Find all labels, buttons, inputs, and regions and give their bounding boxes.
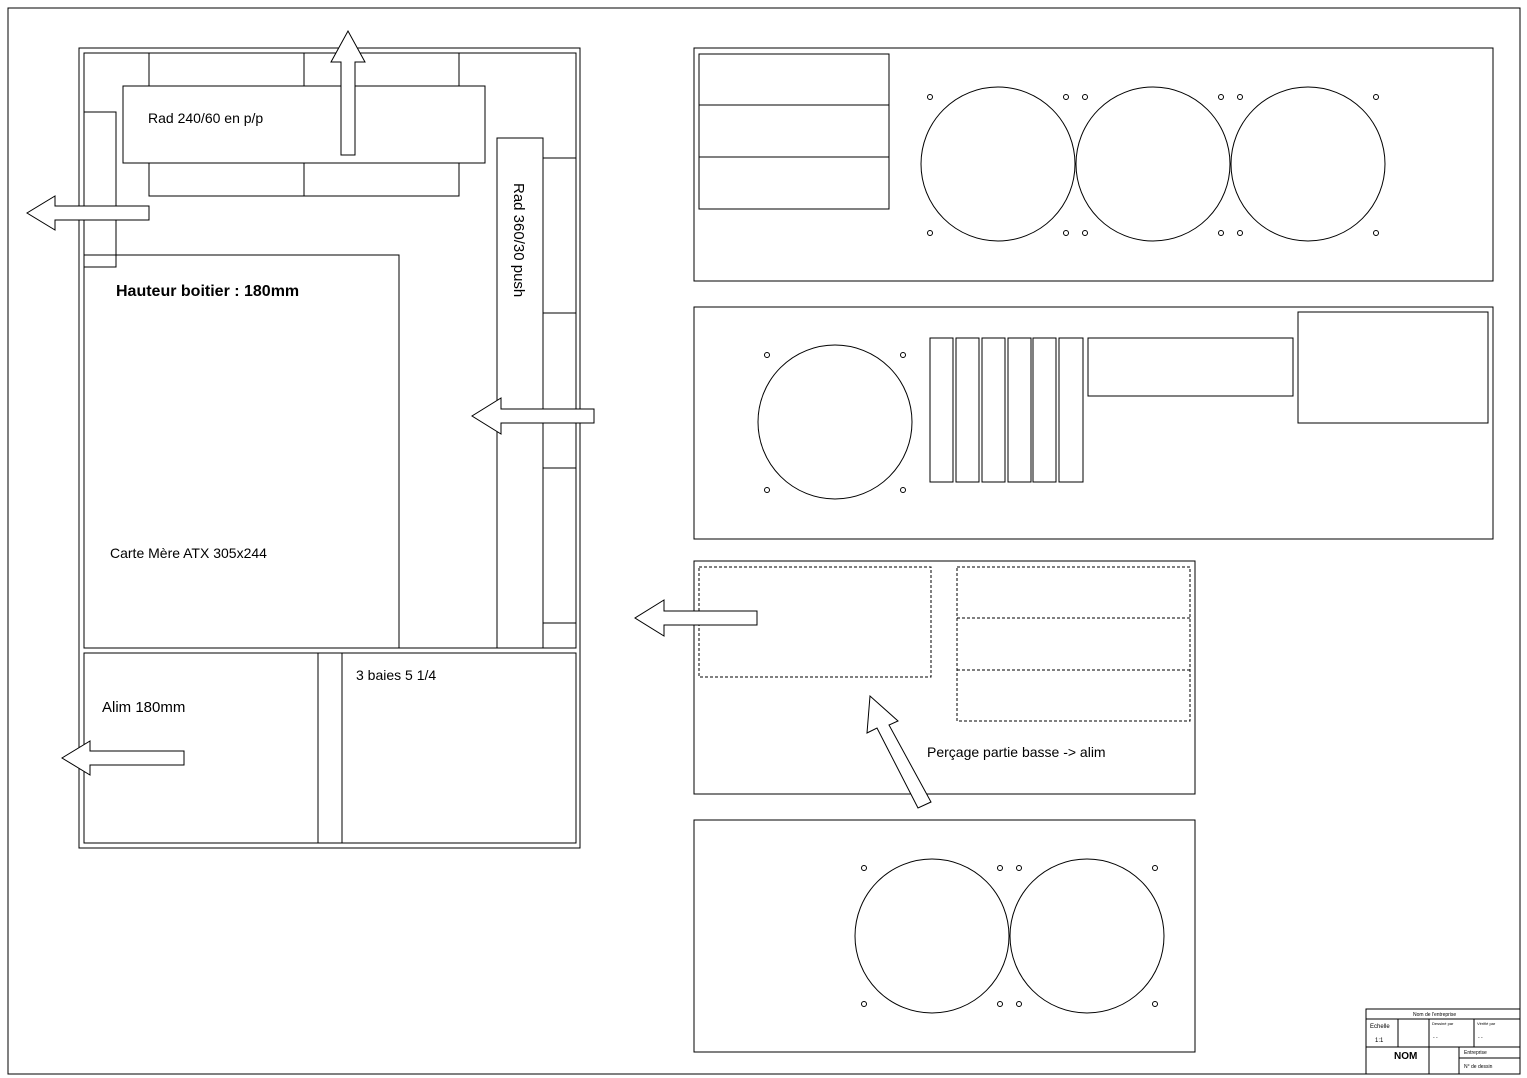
- drilling-pointer-arrow: [866, 694, 932, 809]
- case-inner-lower: [83, 652, 577, 844]
- panel-3-outline: [693, 560, 1196, 795]
- rear-fan: [83, 111, 117, 268]
- exhaust-arrow-rear: [26, 195, 150, 231]
- exhaust-arrow-psu: [61, 740, 185, 776]
- case-outer: [78, 47, 581, 849]
- expansion-slot-4: [1007, 337, 1032, 483]
- psu-exhaust-arrow: [634, 599, 758, 637]
- side-fan-1: [542, 157, 577, 314]
- motherboard: [83, 254, 400, 649]
- tb-dash-1: - -: [1433, 1035, 1438, 1041]
- intake-arrow-side: [471, 397, 595, 435]
- expansion-slot-6: [1058, 337, 1084, 483]
- panel-2-outline: [693, 306, 1494, 540]
- psu-drill-zone: [698, 566, 932, 678]
- tb-dash-2: - -: [1478, 1035, 1483, 1041]
- top-fan-1: [148, 52, 305, 87]
- drilling-label: Perçage partie basse -> alim: [927, 744, 1106, 760]
- fan-hole-3: [1230, 86, 1386, 242]
- panel-top-360: [693, 47, 1494, 282]
- top-radiator: [122, 85, 486, 164]
- motherboard-label: Carte Mère ATX 305x244: [110, 545, 267, 561]
- expansion-slot-3: [981, 337, 1006, 483]
- expansion-slot-5: [1032, 337, 1057, 483]
- tb-company: Nom de l'entreprise: [1413, 1012, 1456, 1018]
- fan-hole-1: [920, 86, 1076, 242]
- case-height-label: Hauteur boitier : 180mm: [116, 283, 299, 300]
- side-radiator-label: Rad 360/30 push: [510, 183, 527, 297]
- fan-hole-2: [1075, 86, 1231, 242]
- case-layout: Rad 240/60 en p/p Rad 360/30 push Hauteu…: [26, 29, 595, 849]
- bottom-fan-hole-2: [1009, 858, 1165, 1014]
- top-fan-2: [303, 52, 460, 87]
- tb-company-short: Entreprise: [1464, 1050, 1487, 1056]
- bottom-fan-hole-1: [854, 858, 1010, 1014]
- panel-1-cutout: [698, 53, 890, 210]
- rear-fan-hole: [757, 344, 913, 500]
- bays-label: 3 baies 5 1/4: [356, 667, 436, 683]
- tb-scale-value: 1:1: [1375, 1038, 1384, 1044]
- tb-scale-label: Echelle: [1370, 1024, 1390, 1030]
- expansion-slot-2: [955, 337, 980, 483]
- panel-4-outline: [693, 819, 1196, 1053]
- top-fan-4: [303, 162, 460, 197]
- io-shield-cutout: [1087, 337, 1294, 397]
- top-radiator-label: Rad 240/60 en p/p: [148, 110, 263, 126]
- panel-1-outline: [693, 47, 1494, 282]
- side-fan-3: [542, 467, 577, 624]
- side-fan-2: [542, 312, 577, 469]
- psu-label: Alim 180mm: [102, 699, 185, 716]
- psu-cutout: [1297, 311, 1489, 424]
- panel-bottom-240: [693, 819, 1196, 1053]
- title-block: Nom de l'entreprise Echelle 1:1 Dessiné …: [1365, 1008, 1521, 1075]
- tb-checked-by: Vérifié par: [1477, 1021, 1496, 1026]
- panel-front: Perçage partie basse -> alim: [634, 560, 1196, 809]
- expansion-slot-1: [929, 337, 954, 483]
- tb-name: NOM: [1394, 1051, 1417, 1062]
- title-block-frame: [1365, 1008, 1521, 1075]
- exhaust-arrow-top: [330, 29, 366, 156]
- tb-drawn-by: Dessiné par: [1432, 1021, 1454, 1026]
- panel-rear: [693, 306, 1494, 540]
- sheet-border: [7, 7, 1521, 1075]
- top-fan-3: [148, 162, 305, 197]
- bays-cutout: [956, 566, 1191, 722]
- tb-drawing-no: N° de dessin: [1464, 1064, 1493, 1070]
